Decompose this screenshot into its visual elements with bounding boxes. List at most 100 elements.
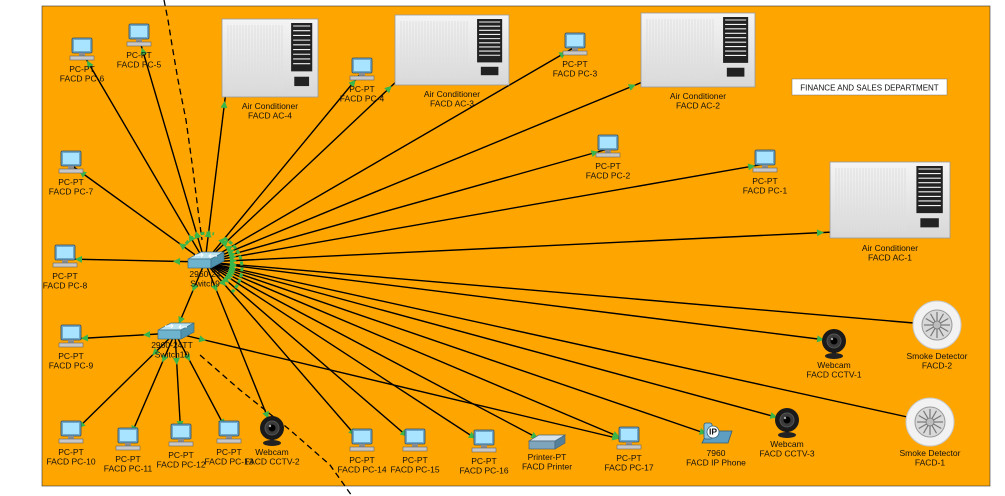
link-sw1-ac1[interactable] bbox=[204, 231, 835, 263]
pc-icon bbox=[115, 427, 141, 451]
link-sw2-pc13[interactable] bbox=[174, 332, 230, 436]
pc-icon bbox=[58, 420, 84, 444]
link-sw1-pc4[interactable] bbox=[204, 71, 363, 263]
link-sw1-pc14[interactable] bbox=[204, 261, 363, 444]
pc-icon bbox=[349, 428, 375, 452]
node-label-ac1-type: Air Conditioner bbox=[862, 243, 918, 253]
node-label-pc6-name: FACD PC-6 bbox=[60, 74, 105, 84]
link-sw1-sd1[interactable] bbox=[204, 261, 931, 423]
link-sw1-cctv3[interactable] bbox=[204, 261, 788, 421]
node-label-pc11-name: FACD PC-11 bbox=[104, 464, 153, 474]
node-label-pc16-name: FACD PC-16 bbox=[459, 466, 508, 476]
link-sw1-pc1[interactable] bbox=[204, 163, 766, 263]
link-sw1-pc3[interactable] bbox=[204, 46, 576, 263]
link-sw1-pc6[interactable] bbox=[81, 51, 206, 263]
pc-icon bbox=[168, 423, 194, 447]
link-sw2-pc11[interactable] bbox=[127, 332, 176, 443]
area-boundaries bbox=[163, 0, 353, 496]
air-conditioner-icon bbox=[221, 18, 319, 98]
link-sw1-ac3[interactable] bbox=[204, 78, 400, 263]
node-label-pc12-type: PC-PT bbox=[168, 450, 194, 460]
node-label-printer-name: FACD Printer bbox=[522, 462, 572, 472]
port-light-sw1-cctv2-a bbox=[211, 283, 218, 292]
link-sw1-sd2[interactable] bbox=[204, 261, 938, 326]
link-sw2-pc10[interactable] bbox=[70, 332, 176, 436]
air-conditioner-icon bbox=[640, 12, 756, 88]
link-sw1-ac2[interactable] bbox=[204, 80, 646, 263]
node-label-sd1-name: FACD-1 bbox=[915, 458, 946, 468]
port-light-sw1-pc3-a bbox=[224, 245, 233, 253]
link-sw2-pc17[interactable] bbox=[174, 332, 630, 442]
port-lights-layer bbox=[74, 47, 928, 441]
pc-icon bbox=[402, 428, 428, 452]
node-label-pc8-type: PC-PT bbox=[52, 271, 78, 281]
node-label-pc6-type: PC-PT bbox=[69, 64, 95, 74]
port-light-sw2-pc12-a bbox=[172, 357, 180, 365]
node-label-pc10-type: PC-PT bbox=[58, 447, 84, 457]
node-label-pc5-type: PC-PT bbox=[126, 50, 152, 60]
node-label-sw1-type: 2960-24 bbox=[189, 269, 220, 279]
link-sw1-phone[interactable] bbox=[204, 261, 717, 438]
smoke-detector-icon bbox=[912, 300, 962, 350]
node-label-pc8-name: FACD PC-8 bbox=[43, 281, 88, 291]
pc-icon bbox=[126, 23, 152, 47]
switch-icon bbox=[187, 251, 225, 269]
link-sw1-cctv1[interactable] bbox=[204, 261, 835, 342]
link-sw1-pc15[interactable] bbox=[204, 261, 416, 444]
link-sw1-pc8[interactable] bbox=[64, 258, 206, 263]
webcam-icon bbox=[775, 408, 799, 438]
link-sw1-pc16[interactable] bbox=[204, 261, 485, 445]
ip-phone-icon: IP bbox=[701, 422, 733, 444]
boundary-line-top bbox=[163, 0, 203, 241]
port-light-sw2-pc9-b bbox=[80, 334, 89, 342]
ip-badge-text: IP bbox=[709, 427, 717, 437]
port-light-sw1-pc1-b bbox=[747, 163, 756, 171]
link-sw1-pc2[interactable] bbox=[204, 148, 609, 263]
port-light-sw2-pc10-a bbox=[152, 348, 160, 356]
link-sw1-printer[interactable] bbox=[204, 261, 548, 444]
port-light-sw1-ac1-b bbox=[816, 229, 825, 237]
port-light-sw1-pc8-b bbox=[74, 255, 83, 263]
node-label-pc3-type: PC-PT bbox=[562, 59, 588, 69]
node-label-pc3-name: FACD PC-3 bbox=[553, 69, 598, 79]
link-sw2-pc12[interactable] bbox=[174, 332, 182, 439]
pc-icon bbox=[562, 32, 588, 56]
switch9-port-arc-top bbox=[184, 231, 215, 245]
port-light-sw2-pc17-a bbox=[198, 335, 207, 343]
link-sw1-pc5[interactable] bbox=[138, 37, 206, 263]
link-sw1-pc17[interactable] bbox=[204, 261, 630, 442]
node-label-phone-name: FACD IP Phone bbox=[686, 458, 746, 468]
